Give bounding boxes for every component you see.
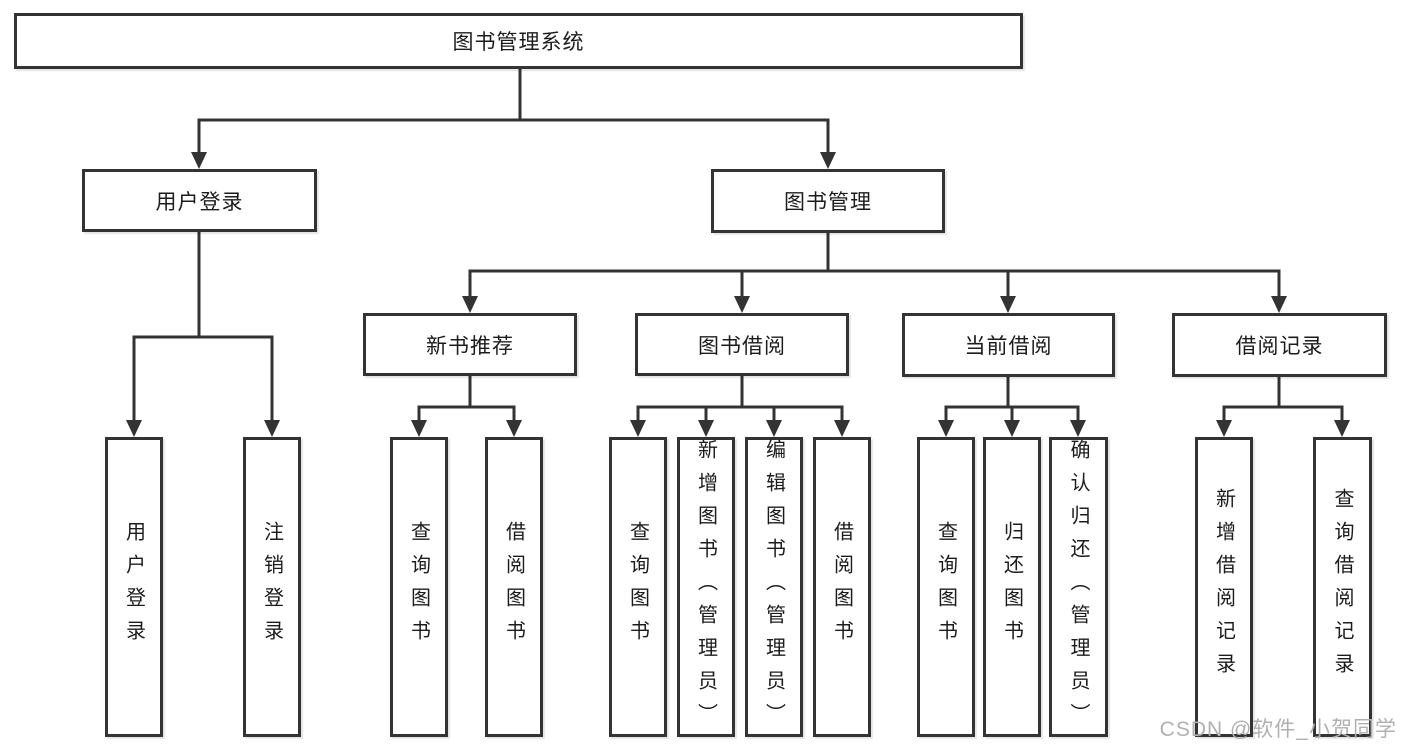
leaf-current-query-book: 查询图书 [917, 437, 975, 737]
leaf-current-return-book-label: 归还图书 [1000, 521, 1023, 653]
leaf-current-confirm-return: 确认归还（管理员） [1049, 437, 1108, 737]
node-current-borrow: 当前借阅 [902, 313, 1115, 377]
leaf-records-query-record: 查询借阅记录 [1313, 437, 1372, 737]
leaf-current-query-book-label: 查询图书 [934, 521, 957, 653]
leaf-newbook-borrow-book: 借阅图书 [485, 437, 543, 737]
leaf-records-query-record-label: 查询借阅记录 [1331, 488, 1353, 686]
node-book-management: 图书管理 [711, 169, 945, 233]
leaf-records-add-record-label: 新增借阅记录 [1212, 488, 1235, 686]
node-root-label: 图书管理系统 [452, 31, 585, 54]
leaf-logout: 注销登录 [243, 437, 301, 737]
node-book-borrow: 图书借阅 [635, 313, 849, 376]
leaf-current-return-book: 归还图书 [983, 437, 1041, 737]
leaf-borrow-edit-book-label: 编辑图书（管理员） [762, 438, 785, 736]
leaf-borrow-edit-book: 编辑图书（管理员） [745, 437, 803, 737]
watermark: CSDN @软件_小贺同学 [1159, 718, 1397, 741]
leaf-borrow-query-book: 查询图书 [609, 437, 667, 737]
leaf-borrow-add-book: 新增图书（管理员） [677, 437, 735, 737]
leaf-user-login-label: 用户登录 [122, 521, 145, 653]
leaf-current-confirm-return-label: 确认归还（管理员） [1067, 438, 1089, 736]
node-new-book-recommend: 新书推荐 [363, 313, 577, 376]
leaf-logout-label: 注销登录 [260, 521, 283, 653]
leaf-borrow-add-book-label: 新增图书（管理员） [694, 438, 717, 736]
node-new-book-recommend-label: 新书推荐 [426, 334, 514, 358]
node-current-borrow-label: 当前借阅 [964, 335, 1053, 358]
leaf-newbook-query-book-label: 查询图书 [407, 521, 430, 653]
node-borrow-records: 借阅记录 [1172, 313, 1387, 377]
leaf-user-login: 用户登录 [105, 437, 163, 737]
leaf-newbook-query-book: 查询图书 [390, 437, 448, 737]
node-user-login: 用户登录 [82, 169, 317, 232]
node-book-management-label: 图书管理 [784, 191, 872, 214]
node-root: 图书管理系统 [14, 13, 1023, 69]
node-book-borrow-label: 图书借阅 [698, 334, 786, 358]
leaf-records-add-record: 新增借阅记录 [1195, 437, 1253, 737]
arrowheads [126, 152, 1350, 437]
leaf-borrow-query-book-label: 查询图书 [626, 521, 649, 653]
leaf-borrow-borrow-book: 借阅图书 [813, 437, 871, 737]
leaf-borrow-borrow-book-label: 借阅图书 [830, 521, 853, 653]
node-user-login-label: 用户登录 [155, 190, 244, 214]
leaf-newbook-borrow-book-label: 借阅图书 [502, 521, 525, 653]
node-borrow-records-label: 借阅记录 [1235, 335, 1324, 358]
